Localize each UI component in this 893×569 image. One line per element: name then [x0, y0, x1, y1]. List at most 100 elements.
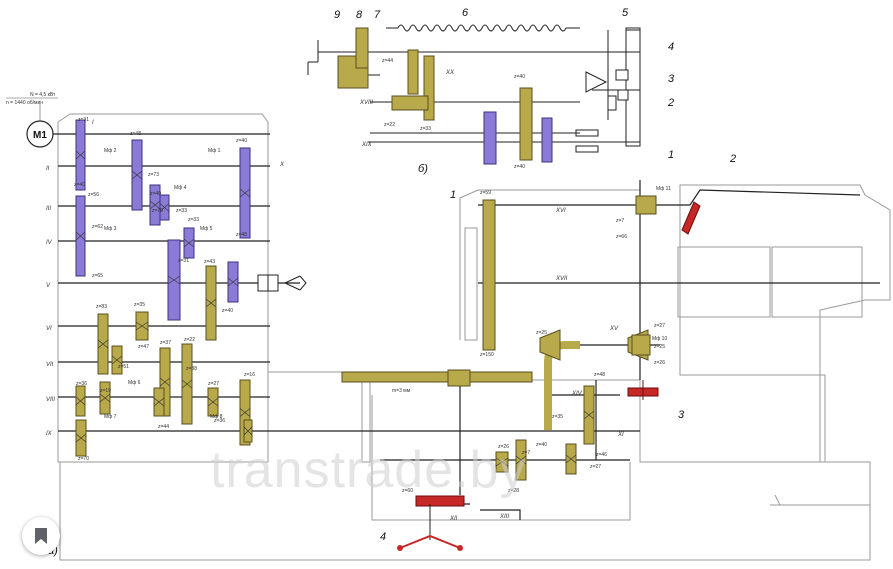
- callout-top: 2: [667, 97, 674, 109]
- callout-main: 3: [678, 409, 685, 421]
- gear-label: z=7: [522, 450, 530, 456]
- callout-top: 7: [374, 9, 381, 21]
- gear-label: z=26: [498, 444, 509, 450]
- callout-top: 6: [462, 7, 469, 19]
- shaft-numeral: I: [92, 120, 94, 126]
- shaft-numeral: XVII: [555, 276, 568, 282]
- gear-label: z=56: [88, 192, 99, 198]
- gear-label: z=36: [214, 418, 225, 424]
- callout-top: 1: [668, 149, 674, 161]
- gear-label: z=35: [134, 302, 145, 308]
- gear-label: z=40: [150, 191, 161, 197]
- shaft-numeral: XX: [445, 70, 455, 76]
- gear-label: z=22: [184, 337, 195, 343]
- gear-label: z=83: [96, 304, 107, 310]
- gear-label: z=27: [654, 323, 665, 329]
- shaft-numeral: XV: [609, 326, 619, 332]
- gear-label: z=36: [76, 381, 87, 387]
- gear-label: z=43: [204, 259, 215, 265]
- shaft-numeral: III: [46, 206, 51, 212]
- gear-label: z=70: [152, 208, 163, 214]
- callout-main: 1: [450, 189, 456, 201]
- gear-label: z=27: [208, 381, 219, 387]
- clutch-label: Мф 11: [656, 186, 671, 192]
- clutch-label: Мф 4: [174, 185, 187, 191]
- gear-label: z=66: [616, 234, 627, 240]
- gear-label: z=40: [514, 74, 525, 80]
- gear-label: z=28: [508, 488, 519, 494]
- module-label: m=3 мм: [392, 388, 411, 394]
- clutch-label: Мф 5: [200, 226, 213, 232]
- motor-formula-bottom: n = 1440 об/мин: [6, 100, 43, 106]
- clutch-label: Мф 8: [210, 414, 223, 420]
- gear-label: z=25: [536, 330, 547, 336]
- shaft-numeral: VI: [46, 326, 52, 332]
- gear-label: z=48: [236, 232, 247, 238]
- callout-top: 4: [668, 41, 674, 53]
- gear-label: z=26: [654, 360, 665, 366]
- gear-label: z=40: [74, 182, 85, 188]
- gear-label: z=47: [138, 344, 149, 350]
- gear-label: z=73: [148, 172, 159, 178]
- gear-z150: [482, 199, 496, 351]
- gear-label: z=31: [178, 258, 189, 264]
- watermark: transtrade.by: [210, 441, 527, 499]
- gear-label: z=7: [616, 218, 624, 224]
- gear-label: z=70: [78, 456, 89, 462]
- bookmark-button[interactable]: [22, 517, 60, 555]
- gear-label: z=37: [160, 340, 171, 346]
- shaft-numeral: XVI: [555, 208, 566, 214]
- gear-label: z=46: [596, 452, 607, 458]
- gear-label: z=35: [552, 414, 563, 420]
- gear-label: z=62: [92, 224, 103, 230]
- shaft-numeral: XVIII: [359, 100, 373, 106]
- gear-label: z=25: [654, 344, 665, 350]
- gear-label: z=19: [100, 388, 111, 394]
- clutches: [257, 195, 657, 356]
- callout-top: 9: [334, 9, 340, 21]
- clutch-label: Мф 1: [208, 148, 221, 154]
- shaft-numeral: IV: [46, 240, 53, 246]
- sub-label-a: а): [48, 545, 58, 557]
- gear-set: [75, 119, 595, 481]
- clutch-label: Мф 7: [104, 414, 117, 420]
- bookmark-icon: [35, 528, 47, 544]
- sub-diagram-b: [307, 24, 641, 165]
- handles: [397, 201, 701, 551]
- shaft-numeral: XIV: [571, 391, 583, 397]
- shaft-numeral: X: [279, 162, 285, 168]
- gear-label: z=40: [514, 164, 525, 170]
- clutch-label: Мф 3: [104, 226, 117, 232]
- gear-label: z=40: [236, 138, 247, 144]
- callout-top: 8: [356, 9, 363, 21]
- gear-label: z=59: [480, 190, 491, 196]
- gear-label: z=65: [92, 273, 103, 279]
- gear-label: z=150: [480, 352, 494, 358]
- shaft-numeral: V: [46, 283, 51, 289]
- motor-m1: M1 N = 4,5 кВт n = 1440 об/мин: [6, 92, 58, 148]
- clutch-label: Мф 2: [104, 148, 117, 154]
- gear-label: z=16: [244, 372, 255, 378]
- rack: [341, 371, 533, 383]
- sub-label-b: б): [418, 163, 428, 175]
- gear-label: z=40: [536, 442, 547, 448]
- shaft-numeral: VIII: [46, 397, 55, 403]
- motor-formula-top: N = 4,5 кВт: [30, 92, 56, 98]
- bevel-gear-left: [539, 329, 561, 361]
- callout-main: 4: [380, 531, 386, 543]
- shaft-numeral: VII: [46, 362, 54, 368]
- clutch-label: Мф 10: [652, 336, 667, 342]
- gear-label: z=40: [222, 308, 233, 314]
- gear-label: z=60: [402, 488, 413, 494]
- motor-label: M1: [33, 130, 47, 141]
- clutch-label: Мф 6: [128, 380, 141, 386]
- gear-label: z=38: [186, 366, 197, 372]
- callout-top: 5: [622, 7, 629, 19]
- gear-label: z=27: [590, 464, 601, 470]
- shaft-numeral: XII: [449, 516, 458, 522]
